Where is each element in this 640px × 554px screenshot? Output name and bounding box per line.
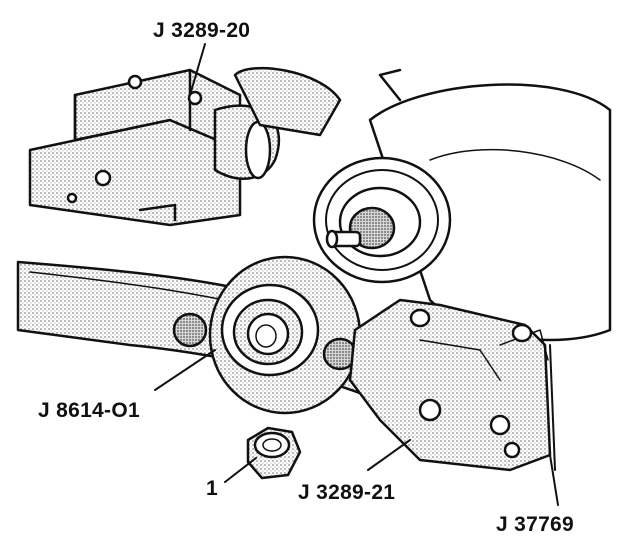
leader-lines — [154, 43, 559, 506]
callout-tool-top: J 3289-20 — [153, 19, 251, 42]
leader-tool-bottom — [367, 439, 411, 471]
callout-tool-right: J 37769 — [496, 513, 575, 536]
hex-nut — [246, 426, 302, 480]
leader-tool-left — [154, 349, 216, 391]
fixture-bolts — [66, 74, 203, 204]
callout-tool-bottom: J 3289-21 — [298, 481, 396, 504]
flange-holder — [172, 255, 362, 415]
callout-tool-left: J 8614-O1 — [38, 399, 140, 422]
leader-tool-top — [189, 43, 206, 96]
leader-item-1 — [224, 457, 257, 483]
support-plate — [348, 298, 556, 472]
leader-tool-right — [549, 454, 559, 506]
shaft-housing — [312, 68, 612, 342]
callout-item-1: 1 — [206, 477, 218, 500]
holding-fixture-block — [28, 66, 342, 227]
